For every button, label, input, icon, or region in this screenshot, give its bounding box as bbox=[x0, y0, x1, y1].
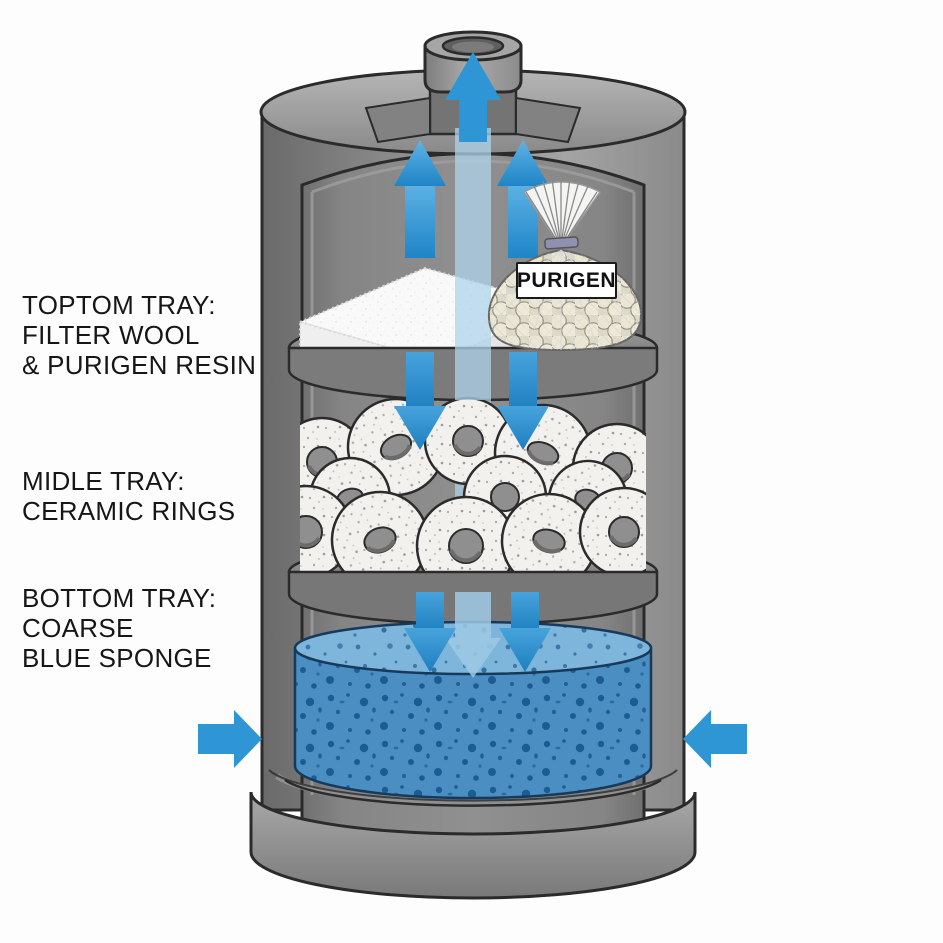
label-line: TOPTOM TRAY: bbox=[22, 290, 216, 320]
ceramic-rings bbox=[300, 396, 646, 597]
label-line: COARSE bbox=[22, 613, 134, 643]
up-arrow-left-icon bbox=[394, 140, 446, 258]
inlet-arrow-right-icon bbox=[683, 710, 747, 768]
down-arrow-left-icon bbox=[394, 352, 446, 450]
label-line: FILTER WOOL bbox=[22, 320, 200, 350]
label-line: BLUE SPONGE bbox=[22, 643, 212, 673]
flow-column-upper bbox=[455, 128, 491, 400]
down-arrow-right-icon bbox=[497, 352, 549, 450]
purigen-bag-label: PURIGEN bbox=[516, 262, 617, 299]
sponge-arrow-left-icon bbox=[404, 592, 456, 672]
canister-base bbox=[249, 791, 697, 900]
label-line: CERAMIC RINGS bbox=[22, 496, 236, 526]
lid-step-left bbox=[364, 96, 431, 144]
label-line: & PURIGEN RESIN bbox=[22, 350, 257, 380]
sponge-arrow-right-icon bbox=[499, 592, 551, 672]
bag-tie bbox=[544, 236, 579, 250]
outflow-arrow-icon bbox=[445, 52, 501, 142]
lid-step-right bbox=[515, 96, 582, 144]
label-line: BOTTOM TRAY: bbox=[22, 583, 217, 613]
bottom-tray-rim bbox=[268, 769, 678, 807]
inlet-arrow-left-icon bbox=[198, 710, 262, 768]
label-bottom-tray: BOTTOM TRAY: COARSE BLUE SPONGE bbox=[22, 583, 216, 673]
flow-column-into-sponge bbox=[445, 592, 501, 678]
label-line: MIDLE TRAY: bbox=[22, 466, 185, 496]
label-top-tray: TOPTOM TRAY: FILTER WOOL & PURIGEN RESIN bbox=[22, 290, 256, 380]
water-flow-arrows bbox=[394, 52, 551, 678]
label-middle-tray: MIDLE TRAY: CERAMIC RINGS bbox=[22, 466, 235, 526]
